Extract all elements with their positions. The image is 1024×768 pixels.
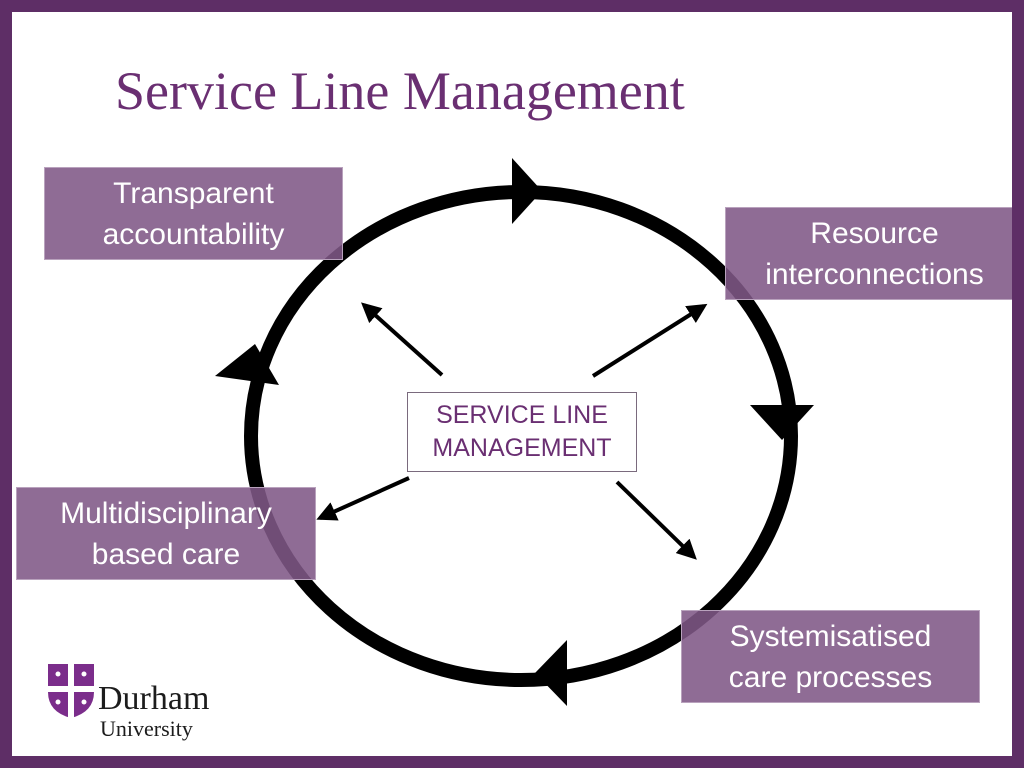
node-systemisatised-care: Systemisatised care processes xyxy=(681,610,980,703)
node-line: Resource xyxy=(810,216,939,250)
arrow-to-top-left xyxy=(361,302,444,377)
slide: Service Line Management Transparent acco… xyxy=(12,12,1012,756)
node-line: care processes xyxy=(728,660,933,694)
node-line: Multidisciplinary xyxy=(60,496,272,530)
node-resource-interconnections: Resource interconnections xyxy=(725,207,1012,300)
center-line: SERVICE LINE xyxy=(436,401,608,429)
cycle-arrowhead-top xyxy=(512,158,542,224)
node-line: Systemisatised xyxy=(729,619,932,653)
slide-title: Service Line Management xyxy=(115,61,685,121)
shield-icon xyxy=(48,664,94,718)
node-line: accountability xyxy=(102,217,285,251)
logo-name: Durham xyxy=(98,680,210,717)
node-line: interconnections xyxy=(765,257,984,291)
cycle-arrowhead-right xyxy=(750,405,814,440)
durham-university-logo: Durham University xyxy=(46,662,246,744)
arrow-to-bottom-left xyxy=(316,476,410,521)
arrow-to-top-right xyxy=(591,303,708,378)
node-line: Transparent xyxy=(113,176,274,210)
logo-subtitle: University xyxy=(100,716,193,741)
cycle-diagram xyxy=(215,158,814,706)
node-line: based care xyxy=(91,537,241,571)
node-transparent-accountability: Transparent accountability xyxy=(44,167,343,260)
arrow-to-bottom-right xyxy=(615,480,697,560)
center-node: SERVICE LINE MANAGEMENT xyxy=(407,392,637,472)
node-multidisciplinary-care: Multidisciplinary based care xyxy=(16,487,316,580)
cycle-arrowhead-bottom xyxy=(535,640,567,706)
cycle-arrowhead-left xyxy=(215,344,279,385)
center-line: MANAGEMENT xyxy=(432,434,612,462)
